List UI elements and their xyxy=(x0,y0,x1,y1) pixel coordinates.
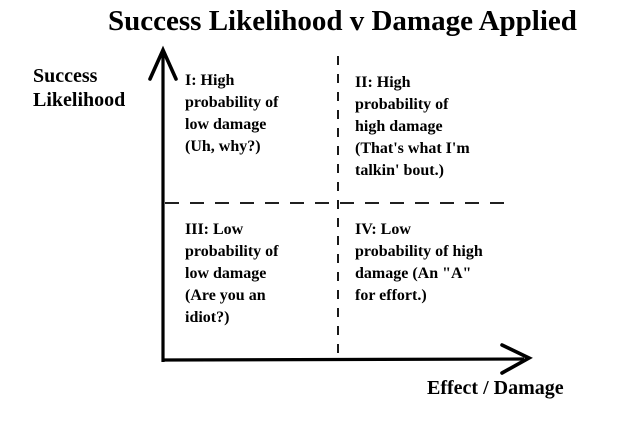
quadrant-2-text: II: High probability of high damage (Tha… xyxy=(355,72,470,182)
quadrant-2-line: high damage xyxy=(355,118,443,135)
quadrant-3-line: idiot?) xyxy=(185,309,230,326)
quadrant-2-line: talkin' bout.) xyxy=(355,162,444,179)
quadrant-1-text: I: High probability of low damage (Uh, w… xyxy=(185,70,279,158)
y-axis-label: Success Likelihood xyxy=(33,64,125,112)
quadrant-2-line: II: High xyxy=(355,74,411,91)
quadrant-3-text: III: Low probability of low damage (Are … xyxy=(185,219,279,329)
x-axis-label: Effect / Damage xyxy=(427,377,564,399)
quadrant-4-line: probability of high xyxy=(355,243,483,260)
quadrant-2-line: probability of xyxy=(355,96,449,113)
x-axis-line xyxy=(161,357,525,362)
quadrant-3-line: low damage xyxy=(185,265,267,282)
quadrant-4-line: damage (An "A" xyxy=(355,265,472,282)
quadrant-4-line: for effort.) xyxy=(355,287,427,304)
quadrant-2-line: (That's what I'm xyxy=(355,140,470,157)
quadrant-1-line: probability of xyxy=(185,94,279,111)
quadrant-3-line: probability of xyxy=(185,243,279,260)
y-axis-arrowhead-icon xyxy=(148,45,178,81)
quadrant-3-line: (Are you an xyxy=(185,287,266,304)
y-axis-label-line2: Likelihood xyxy=(33,89,126,111)
quadrant-4-text: IV: Low probability of high damage (An "… xyxy=(355,219,483,307)
quadrant-3-line: III: Low xyxy=(185,221,244,238)
quadrant-1-line: I: High xyxy=(185,72,235,89)
page-title: Success Likelihood v Damage Applied xyxy=(108,5,577,37)
y-axis-label-line1: Success xyxy=(33,65,98,87)
quadrant-1-line: (Uh, why?) xyxy=(185,138,261,155)
quadrant-4-line: IV: Low xyxy=(355,221,411,238)
quadrant-1-line: low damage xyxy=(185,116,267,133)
x-axis-arrowhead-icon xyxy=(500,343,533,375)
